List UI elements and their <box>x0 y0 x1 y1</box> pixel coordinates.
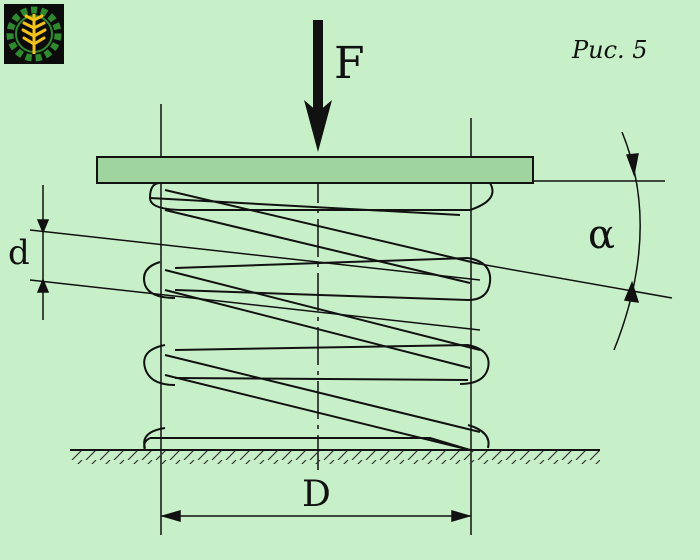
figure-caption: Рис. 5 <box>571 36 648 64</box>
ground <box>70 449 600 464</box>
spring-coil <box>143 182 494 451</box>
pressure-plate <box>96 156 534 184</box>
wire-diameter-label: d <box>8 233 30 273</box>
wire-diameter-dimension <box>29 185 481 331</box>
helix-angle-label: α <box>588 212 615 258</box>
coil-diameter-dimension <box>160 509 472 523</box>
force-arrow <box>304 20 332 152</box>
force-label: F <box>334 38 365 89</box>
helix-angle-indicator <box>479 131 673 351</box>
coil-diameter-label: D <box>302 474 331 515</box>
wheat-gear-emblem-icon <box>4 4 64 64</box>
